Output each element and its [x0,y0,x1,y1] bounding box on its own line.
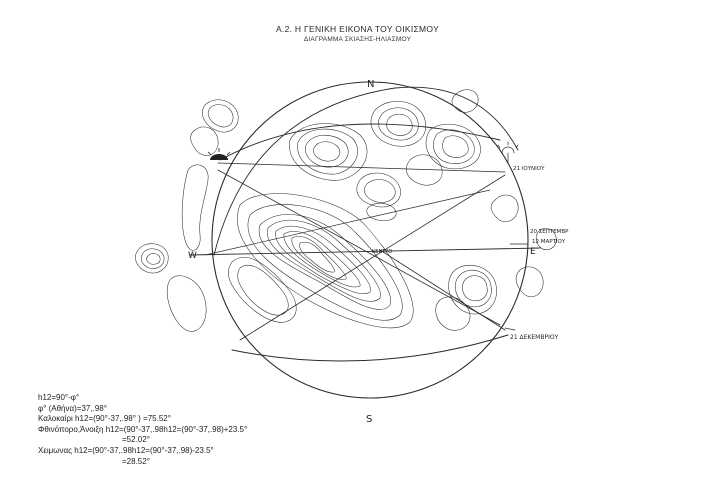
west-contours [135,99,239,332]
june-label: 21 ΙΟΥΝΙΟΥ [513,166,545,172]
west-label: W [188,251,197,261]
formula-result: =28.52° [122,456,150,466]
december-label: 21 ΔΕΚΕΜΒΡΙΟΥ [510,334,559,341]
formula-line: Καλοκαίρι h12=(90°-37,.98° ) =75.52° [38,414,171,424]
solar-altitude-formulas: h12=90°-φ° φ° (Αθήνα)=37,.98° Καλοκαίρι … [38,393,247,467]
formula-line: Χειμωνας h12=(90°-37,.98h12=(90°-37,.98)… [38,445,214,455]
march-label: 12 ΜΑΡΤΙΟΥ [532,239,566,245]
formula-line: Φθινόπορο,Άνοιξη h12=(90°-37,.98h12=(90°… [38,424,248,434]
formula-line: φ° (Αθήνα)=37,.98° [38,403,107,413]
center-label: ΚΕΝΤΡΟ [372,249,392,255]
winter-arc [231,334,509,362]
east-contours [435,265,497,331]
east-west-line [189,247,541,256]
outer-east-contours [451,89,557,298]
summer-arc [219,123,501,161]
december-line [379,249,506,331]
sunrise-sun-icon [207,148,231,160]
diagonal-line-1 [217,169,501,326]
topographic-contours [228,193,414,329]
page-subtitle: ΔΙΑΓΡΑΜΜΑ ΣΚΙΑΣΗΣ-ΗΛΙΑΣΜΟΥ [303,36,412,43]
diagonal-line-2 [239,174,506,341]
formula-result: =52.02° [122,435,150,445]
page-title: Α.2. Η ΓΕΝΙΚΗ ΕΙΚΟΝΑ ΤΟΥ ΟΙΚΙΣΜΟΥ [275,24,440,34]
diagonal-line-3 [204,189,491,256]
formula-line: h12=90°-φ° [38,393,80,402]
summer-sun-icon [497,141,519,163]
south-label: S [366,414,372,425]
september-label: 20 ΣΕΠΤΕΜΒΡ [530,229,569,235]
east-label: E [530,247,536,257]
equinox-arc [213,86,519,256]
horizon-circle [211,81,529,399]
north-label: N [367,79,374,90]
north-contours [289,101,481,221]
